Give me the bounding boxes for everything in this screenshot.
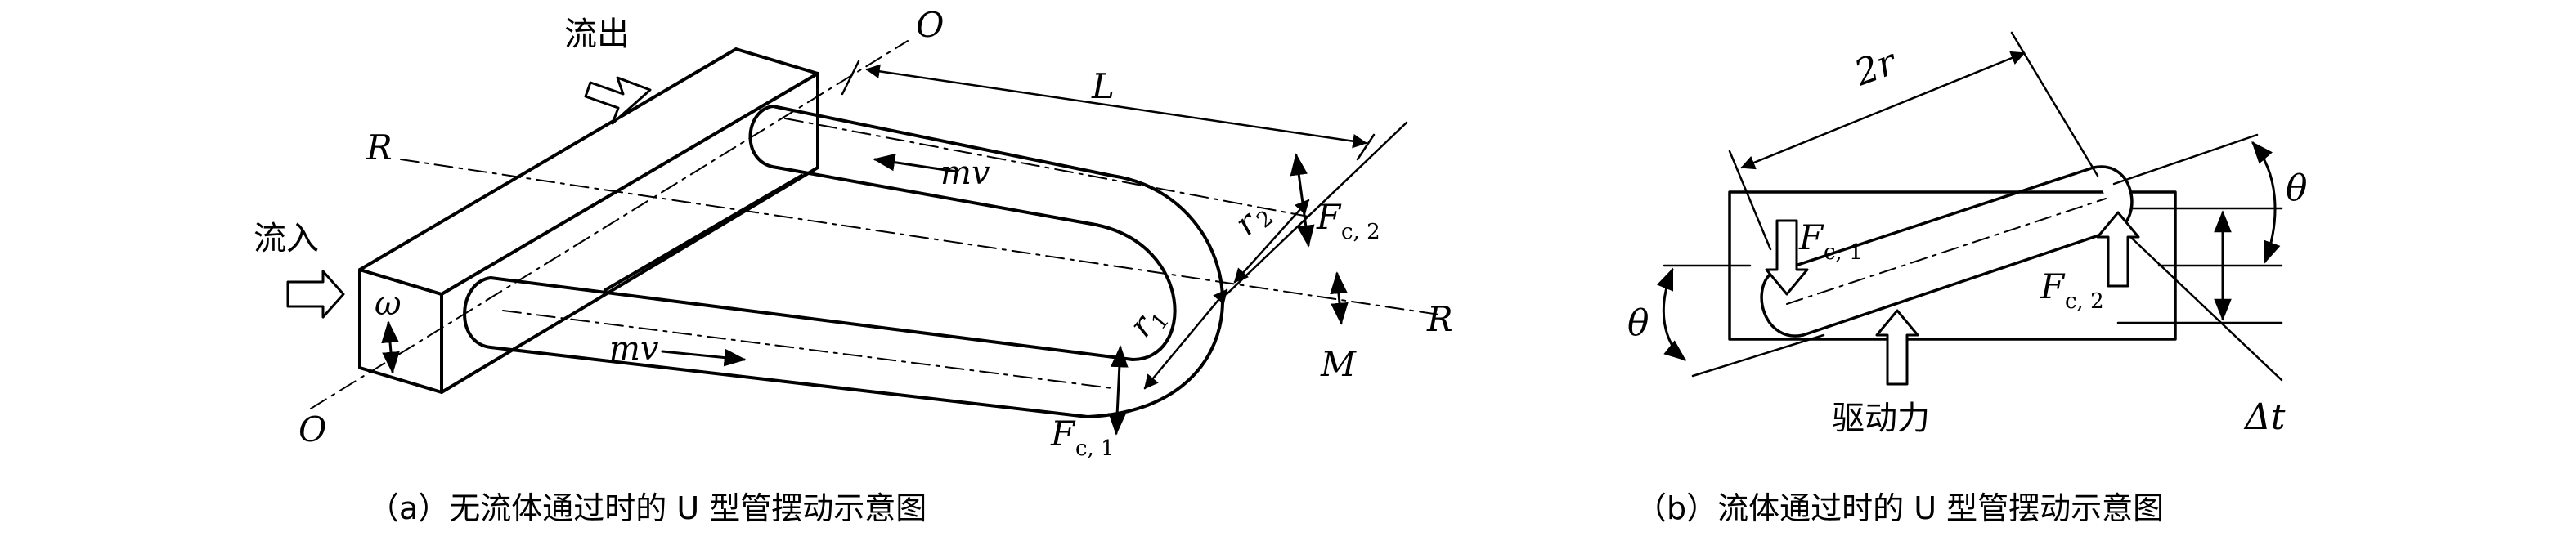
label-delta-t: Δt xyxy=(2243,396,2286,438)
r1-dimension xyxy=(1143,288,1228,390)
moment-M-arrow xyxy=(1330,271,1349,325)
diagram-b-labels: 2r θ θ F c, 1 F c, 2 Δt 驱动力 （b）流体通过时的 U … xyxy=(1627,41,2308,526)
label-Fc2-b-sub: c, 2 xyxy=(2065,289,2104,314)
theta-left-arc xyxy=(1656,267,1687,361)
label-mv-bottom: mv xyxy=(609,330,659,368)
label-L: L xyxy=(1091,66,1115,106)
label-2r: 2r xyxy=(1848,41,1903,95)
caption-a: （a）无流体通过时的 U 型管摆动示意图 xyxy=(368,490,927,526)
mv-bottom-arrow xyxy=(661,348,747,367)
label-drive-force: 驱动力 xyxy=(1832,400,1930,437)
fc1-arrow xyxy=(1108,345,1129,436)
label-inflow: 流入 xyxy=(254,220,319,257)
label-O-bottom: O xyxy=(298,409,326,449)
label-theta-left: θ xyxy=(1627,302,1649,344)
mv-top-arrow xyxy=(873,153,958,173)
label-Fc1-b: F xyxy=(1798,217,1824,257)
label-omega: ω xyxy=(375,285,402,323)
label-Fc1: F xyxy=(1050,414,1076,454)
axes-dashdot xyxy=(310,40,1440,409)
label-mv-top: mv xyxy=(940,154,990,192)
drive-force-hollow-arrow xyxy=(1875,309,1919,386)
fc1-hollow-arrow xyxy=(1765,219,1809,296)
label-R-right: R xyxy=(1426,299,1453,339)
label-M: M xyxy=(1320,344,1357,384)
label-Fc1-b-sub: c, 1 xyxy=(1824,240,1863,265)
axis-R-R xyxy=(400,159,1440,315)
theta-right-arc xyxy=(2251,141,2281,264)
label-R-left: R xyxy=(366,127,393,168)
label-Fc2-b: F xyxy=(2040,266,2066,306)
label-Fc2-sub: c, 2 xyxy=(1341,220,1380,244)
label-theta-right: θ xyxy=(2286,168,2308,209)
diagram-a-labels: 流出 流入 O O R R L mv mv ω r 2 r 1 F c, 2 F… xyxy=(254,5,1453,526)
dimension-2r xyxy=(1740,51,2026,170)
fc2-arrow xyxy=(1290,153,1315,248)
manifold-block xyxy=(358,47,819,394)
block-connector-line xyxy=(604,174,803,292)
axis-tube-bottom-center xyxy=(502,310,1113,389)
caption-b: （b）流体通过时的 U 型管摆动示意图 xyxy=(1636,490,2164,526)
diagram-b xyxy=(1656,31,2283,386)
diagram-a xyxy=(286,40,1440,436)
label-O-top: O xyxy=(916,5,944,45)
dimension-L xyxy=(841,60,1376,161)
inflow-hollow-arrow xyxy=(286,270,345,319)
axis-tube-top-center xyxy=(784,118,1309,217)
outflow-hollow-arrow xyxy=(584,76,652,125)
fc2-hollow-arrow xyxy=(2096,211,2140,288)
omega-arrow xyxy=(381,320,400,374)
label-outflow: 流出 xyxy=(564,16,630,53)
label-Fc2: F xyxy=(1316,197,1342,237)
axis-O-O-lower xyxy=(310,40,909,409)
label-Fc1-sub: c, 1 xyxy=(1075,436,1115,461)
tilted-tube xyxy=(1760,165,2134,338)
